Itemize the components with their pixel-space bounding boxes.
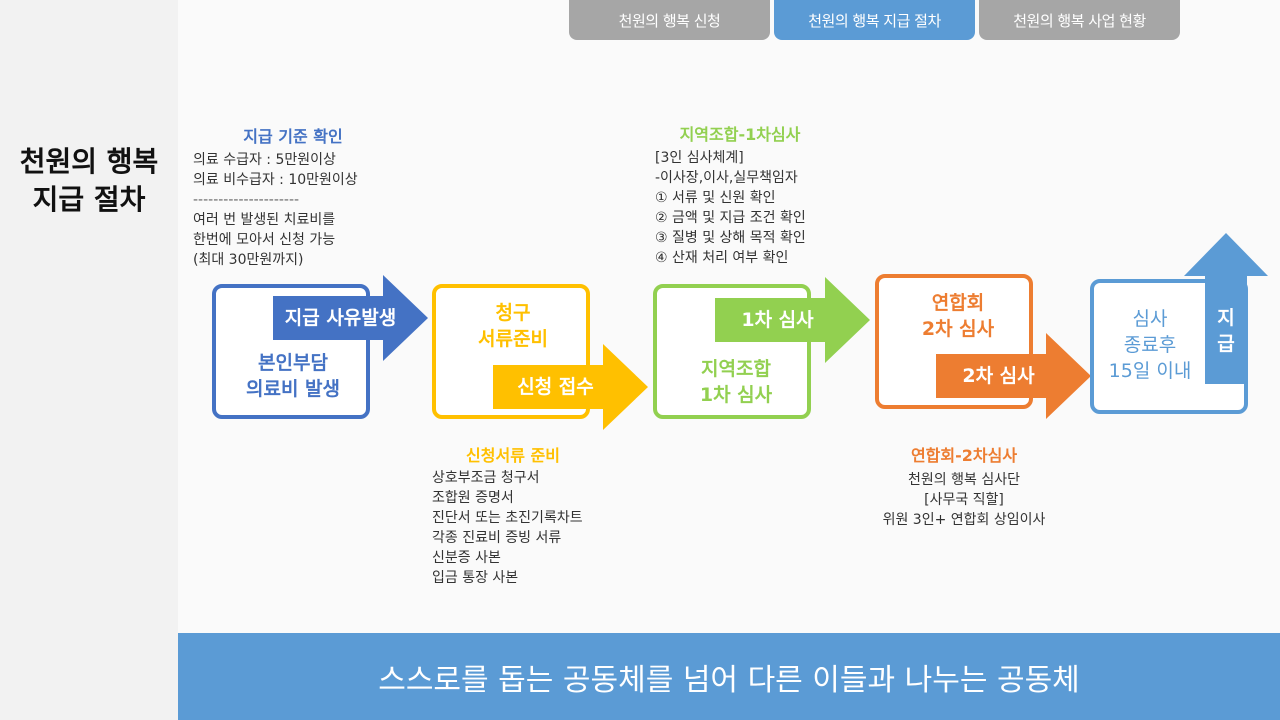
documents-line: 입금 통장 사본 [432, 570, 519, 586]
sidebar [0, 0, 178, 720]
step3-arrow [715, 277, 870, 363]
second-review-line: 위원 3인+ 연합회 상임이사 [882, 512, 1046, 528]
first-review-line: ① 서류 및 신원 확인 [655, 190, 776, 206]
step1-box-label: 본인부담 의료비 발생 [245, 352, 340, 400]
documents-line: 각종 진료비 증빙 서류 [432, 530, 562, 546]
documents-line: 신분증 사본 [432, 550, 501, 566]
first-review-line: [3인 심사체계] [655, 150, 744, 166]
step4-arrow [936, 333, 1091, 419]
step3-arrow-label: 1차 심사 [741, 309, 814, 331]
criteria-list: 의료 수급자 : 5만원이상 의료 비수급자 : 10만원이상 --------… [193, 150, 423, 270]
first-review-line: ③ 질병 및 상해 목적 확인 [655, 230, 806, 246]
step5-box-text: 심사 종료후 15일 이내 [1092, 306, 1208, 384]
step4-arrow-label: 2차 심사 [962, 365, 1035, 387]
criteria-divider: --------------------- [193, 192, 300, 208]
criteria-heading: 지급 기준 확인 [243, 127, 343, 146]
documents-heading: 신청서류 준비 [466, 446, 560, 465]
step1-box-text: 본인부담 의료비 발생 [214, 350, 372, 402]
page-title-line-1: 천원의 행복 [19, 145, 159, 178]
first-review-line: -이사장,이사,실무책임자 [655, 170, 798, 186]
documents-line: 진단서 또는 초진기록차트 [432, 510, 583, 526]
criteria-line: 의료 비수급자 : 10만원이상 [193, 172, 358, 188]
step3-box-text: 지역조합 1차 심사 [657, 356, 815, 408]
step5-arrow [1184, 233, 1268, 384]
criteria-line: 한번에 모아서 신청 가능 [193, 232, 336, 248]
criteria-line: (최대 30만원까지) [193, 252, 304, 268]
tab-business-status[interactable]: 천원의 행복 사업 현황 [979, 0, 1180, 40]
step2-arrow [493, 344, 648, 430]
step5-arrow-label: 지 급 [1217, 307, 1235, 355]
first-review-list: [3인 심사체계] -이사장,이사,실무책임자 ① 서류 및 신원 확인 ② 금… [655, 148, 885, 268]
criteria-line: 여러 번 발생된 치료비를 [193, 212, 336, 228]
first-review-line: ② 금액 및 지급 조건 확인 [655, 210, 806, 226]
step5-box-label: 심사 종료후 15일 이내 [1108, 308, 1192, 382]
second-review-line: 천원의 행복 심사단 [908, 472, 1020, 488]
step4-box-label: 연합회 2차 심사 [921, 292, 995, 340]
documents-list: 상호부조금 청구서 조합원 증명서 진단서 또는 초진기록차트 각종 진료비 증… [432, 468, 662, 588]
step1-arrow-label: 지급 사유발생 [284, 307, 397, 329]
footer-slogan: 스스로를 돕는 공동체를 넘어 다른 이들과 나누는 공동체 [178, 633, 1280, 720]
step1-arrow [273, 275, 428, 361]
step4-box-text: 연합회 2차 심사 [879, 290, 1037, 342]
tab-application[interactable]: 천원의 행복 신청 [569, 0, 770, 40]
step3-box-label: 지역조합 1차 심사 [699, 358, 773, 406]
first-review-line: ④ 산재 처리 여부 확인 [655, 250, 789, 266]
second-review-list: 천원의 행복 심사단 [사무국 직할] 위원 3인+ 연합회 상임이사 [844, 470, 1084, 530]
first-review-heading: 지역조합-1차심사 [679, 125, 801, 144]
page-title-line-2: 지급 절차 [32, 183, 146, 216]
step2-box-text: 청구 서류준비 [434, 300, 592, 352]
criteria-line: 의료 수급자 : 5만원이상 [193, 152, 336, 168]
documents-line: 상호부조금 청구서 [432, 470, 540, 486]
step2-arrow-label: 신청 접수 [517, 376, 594, 398]
second-review-line: [사무국 직할] [924, 492, 1004, 508]
tab-payment-procedure[interactable]: 천원의 행복 지급 절차 [774, 0, 975, 40]
second-review-heading: 연합회-2차심사 [910, 446, 1018, 465]
documents-line: 조합원 증명서 [432, 490, 514, 506]
step2-box-label: 청구 서류준비 [478, 302, 548, 350]
page-title: 천원의 행복 지급 절차 [0, 143, 178, 219]
